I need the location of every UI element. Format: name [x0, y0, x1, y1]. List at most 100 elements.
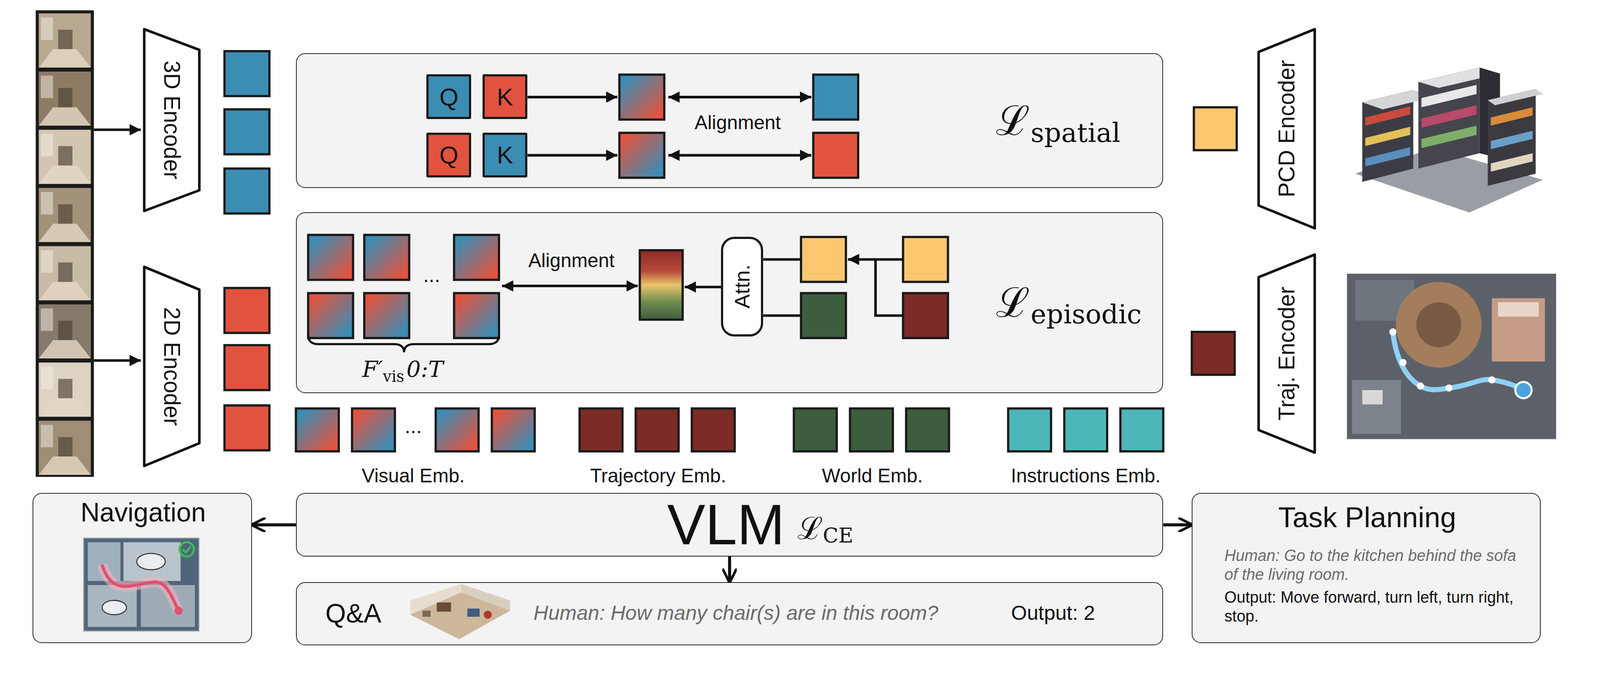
encoder-block: PCD Encoder	[1257, 27, 1317, 230]
encoder-block: 2D Encoder	[142, 265, 201, 468]
text-label: vis	[382, 367, 405, 386]
spatial-alignment	[813, 74, 858, 120]
point-cloud-image	[1490, 107, 1533, 126]
trajectory-map-image	[1389, 327, 1397, 336]
node-text: episodic	[1030, 298, 1142, 331]
trajectory-map-image	[1445, 384, 1453, 392]
navigation-map-image	[87, 584, 137, 627]
embedding-token	[295, 408, 1164, 452]
episodic-alignment	[847, 258, 903, 261]
episodic-alignment	[308, 234, 354, 280]
room-image	[410, 583, 511, 639]
panorama-strip	[38, 366, 91, 417]
spatial-alignment	[527, 97, 811, 155]
trajectory-map-image	[1498, 302, 1539, 317]
room-image	[422, 610, 431, 617]
trajectory-map-image	[1488, 376, 1496, 384]
episodic-alignment	[875, 259, 904, 316]
point-cloud-image	[1354, 67, 1543, 213]
text-label: Alignment	[694, 110, 781, 134]
node-text: PCD Encoder	[1273, 60, 1301, 198]
embedding-token	[352, 408, 396, 452]
encoder-block: Traj. Encoder	[1257, 252, 1317, 455]
navigation-map-image	[123, 541, 181, 581]
text-label: F′	[362, 356, 383, 383]
node-text: Output: 2	[1011, 600, 1096, 626]
node-text: ℒ	[797, 510, 823, 548]
episodic-alignment	[454, 234, 499, 280]
feature-token	[224, 109, 270, 155]
panorama-strip	[35, 10, 94, 477]
text-label: Instructions Emb.	[1010, 463, 1161, 487]
episodic-alignment	[800, 236, 846, 282]
encoder-outline	[144, 266, 200, 466]
node-text: Q	[439, 140, 459, 170]
panorama-strip	[38, 308, 91, 359]
room-image	[410, 591, 511, 639]
episodic-alignment	[308, 292, 354, 338]
navigation-map-image	[101, 600, 127, 615]
node-text: ℒ	[995, 96, 1030, 146]
feature-token	[224, 345, 270, 390]
node-text: VLM	[667, 490, 786, 559]
input-arrow	[93, 359, 141, 362]
panorama-strip	[38, 304, 91, 359]
input-arrow	[93, 129, 141, 361]
node-text: Navigation	[80, 496, 206, 529]
point-cloud-image	[1362, 90, 1414, 182]
embedding-token	[793, 408, 837, 452]
embedding-token	[850, 408, 894, 452]
navigation-map-image	[179, 541, 195, 557]
point-cloud-image	[1421, 125, 1477, 148]
panorama-strip	[38, 245, 91, 300]
node-text: Task Planning	[1278, 500, 1456, 535]
panorama-strip	[38, 13, 91, 68]
feature-token	[224, 50, 1237, 451]
text-label: ...	[404, 414, 422, 440]
trajectory-map-image	[1416, 382, 1424, 390]
node-text: Human: Go to the kitchen behind the sofa…	[1224, 545, 1533, 584]
point-cloud-image	[1490, 153, 1533, 172]
embedding-token	[295, 408, 339, 452]
point-cloud-image	[1354, 147, 1543, 213]
navigation-map-image	[140, 584, 195, 627]
point-cloud-image	[1362, 90, 1435, 110]
episodic-alignment	[308, 335, 500, 353]
feature-token	[224, 288, 270, 333]
navigation-map-image	[136, 553, 166, 570]
node-text: Traj. Encoder	[1273, 286, 1301, 421]
feature-token	[1193, 107, 1237, 151]
text-label: Alignment	[528, 248, 615, 272]
node-text: K	[497, 140, 514, 170]
trajectory-map-image	[1362, 389, 1383, 405]
navigation-map-image	[174, 606, 183, 615]
text-label: 0:T	[406, 356, 444, 383]
episodic-alignment	[501, 284, 638, 288]
embedding-token	[1064, 408, 1108, 452]
node-text: Output: Move forward, turn left, turn ri…	[1224, 587, 1541, 626]
trajectory-map-image	[1491, 298, 1546, 362]
point-cloud-image	[1487, 88, 1536, 186]
model-box: VLM ℒCE	[295, 492, 1164, 556]
episodic-alignment	[454, 292, 499, 338]
spatial-alignment	[527, 95, 618, 99]
node-text: Attn.	[729, 264, 756, 309]
episodic-alignment	[639, 250, 683, 320]
node-text: CE	[822, 523, 854, 548]
episodic-alignment	[684, 285, 722, 289]
connector-arrow	[727, 556, 732, 582]
panorama-strip	[38, 424, 91, 475]
text-label: World Emb.	[821, 463, 923, 487]
embedding-token	[491, 408, 535, 452]
key-token: K	[482, 132, 528, 178]
episodic-alignment	[763, 313, 801, 317]
episodic-alignment	[763, 258, 801, 261]
point-cloud-image	[1421, 105, 1477, 128]
trajectory-map-image	[1515, 381, 1532, 398]
spatial-alignment	[527, 74, 858, 178]
node-text: spatial	[1030, 116, 1121, 149]
navigation-map-image	[87, 541, 121, 581]
